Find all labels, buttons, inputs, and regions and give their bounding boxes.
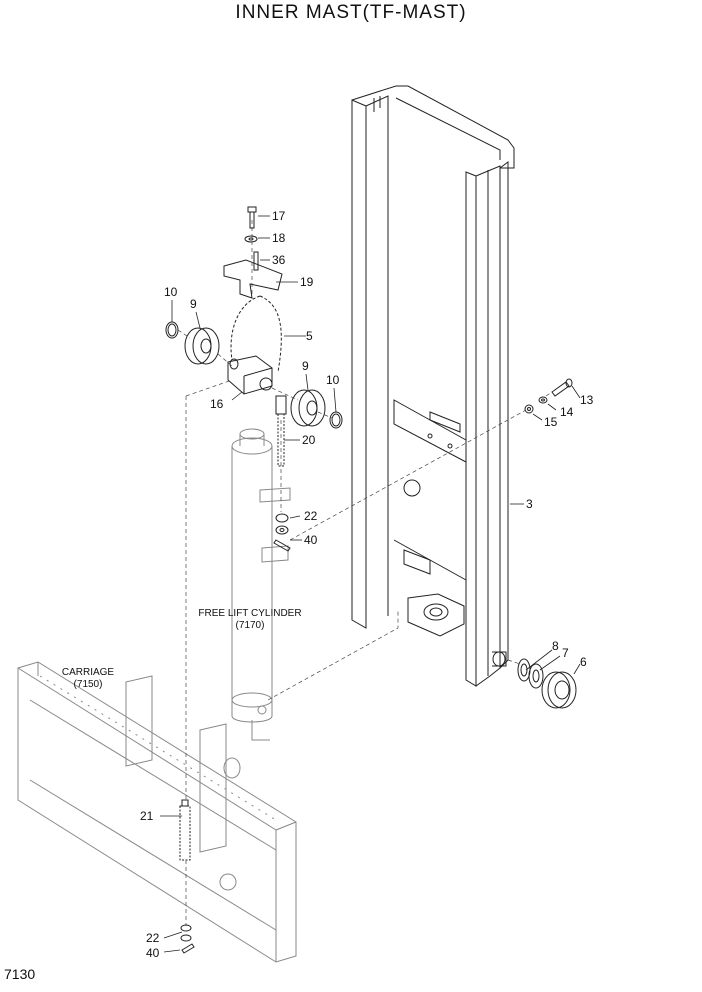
callout-15: 15	[544, 415, 558, 429]
snap-ring-part-10-right	[329, 411, 343, 429]
cotter-pin-part-40-lower	[181, 943, 195, 954]
carriage-assembly	[17, 661, 297, 963]
callout-14: 14	[560, 405, 574, 419]
sheave-part-9-right	[290, 389, 326, 427]
guide-rod-part-21	[179, 799, 191, 861]
assembly-centerlines	[177, 220, 559, 926]
lift-chain-part-5	[230, 295, 282, 373]
callout-16: 16	[210, 397, 224, 411]
bolt-part-13	[551, 378, 573, 397]
diagram-title: INNER MAST(TF-MAST)	[235, 2, 467, 23]
free-lift-cylinder-label: FREE LIFT CYLINDER	[198, 608, 301, 619]
callout-leader-lines	[160, 215, 581, 953]
callout-9-right: 9	[302, 359, 309, 373]
inner-mast-part-3	[351, 85, 515, 687]
free-lift-cylinder-ref: (7170)	[236, 620, 265, 631]
chain-bracket-part-19	[223, 259, 283, 299]
nut-part-15	[524, 404, 534, 414]
shim-washer-part-8	[517, 658, 531, 682]
callout-13: 13	[580, 393, 594, 407]
bolt-part-17	[247, 206, 257, 229]
callout-5: 5	[306, 329, 313, 343]
callout-7: 7	[562, 646, 569, 660]
carriage-label: CARRIAGE	[62, 667, 115, 678]
sheave-shaft-block-part-16	[227, 355, 273, 395]
callout-6: 6	[580, 655, 587, 669]
callout-labels: 17 18 36 19 5 10 9 9 10 16 20 13 14 15 3…	[62, 209, 594, 960]
callout-17: 17	[272, 209, 286, 223]
roller-bearing-part-6	[541, 671, 577, 709]
callout-22-lower: 22	[146, 931, 160, 945]
carriage-ref: (7150)	[74, 679, 103, 690]
sheave-part-9-left	[184, 327, 220, 365]
callout-3: 3	[526, 497, 533, 511]
callout-8: 8	[552, 639, 559, 653]
callout-40-lower: 40	[146, 946, 160, 960]
nut-part-22-upper	[275, 513, 289, 535]
free-lift-cylinder-assembly	[231, 428, 291, 741]
pin-part-36	[253, 251, 259, 271]
callout-40-upper: 40	[304, 533, 318, 547]
washer-part-18	[244, 235, 258, 243]
callout-36: 36	[272, 253, 286, 267]
page-number: 7130	[4, 966, 36, 982]
callout-9-left: 9	[190, 297, 197, 311]
callout-21: 21	[140, 809, 154, 823]
callout-22-upper: 22	[304, 509, 318, 523]
washer-part-14	[538, 396, 548, 404]
snap-ring-part-10-left	[165, 321, 179, 339]
cotter-pin-part-40-upper	[273, 539, 291, 552]
callout-10-right: 10	[326, 373, 340, 387]
callout-18: 18	[272, 231, 286, 245]
callout-20: 20	[302, 433, 316, 447]
washer-part-7	[528, 663, 544, 689]
callout-10-left: 10	[164, 285, 178, 299]
callout-19: 19	[300, 275, 314, 289]
nut-part-22-lower	[180, 924, 192, 942]
